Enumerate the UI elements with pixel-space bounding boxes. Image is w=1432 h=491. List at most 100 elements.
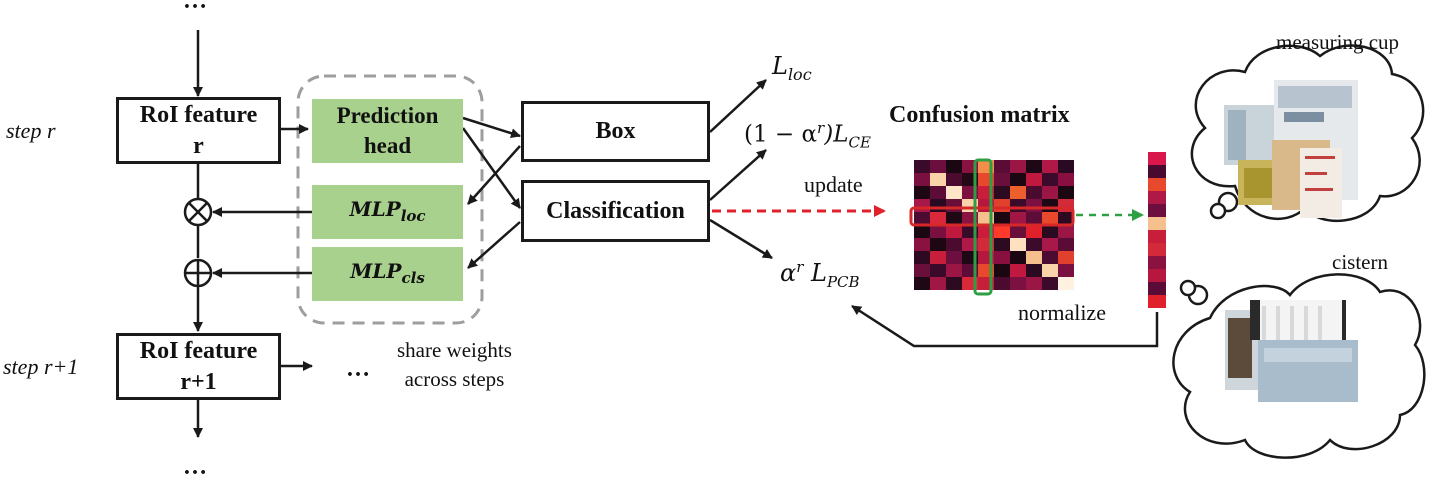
matrix-cell (914, 225, 930, 238)
matrix-cell (1026, 199, 1042, 212)
highlight-column (973, 158, 993, 296)
matrix-cell (1058, 225, 1074, 238)
vector-cell (1148, 269, 1166, 282)
matrix-cell (1026, 251, 1042, 264)
step-r1-label: step r+1 (3, 354, 79, 379)
matrix-cell (1010, 238, 1026, 251)
matrix-cell (930, 199, 946, 212)
matrix-cell (914, 264, 930, 277)
classification-label: Classification (546, 197, 685, 224)
share-weights-line1: share weights (397, 338, 512, 362)
matrix-cell (946, 225, 962, 238)
roi-r1-line1: RoI feature (139, 337, 258, 364)
matrix-cell (946, 173, 962, 186)
matrix-cell (1010, 186, 1026, 199)
matrix-cell (994, 173, 1010, 186)
matrix-cell (1042, 212, 1058, 225)
matrix-cell (1042, 251, 1058, 264)
vector-cell (1148, 243, 1166, 256)
matrix-cell (1058, 173, 1074, 186)
normalize-feedback-arrow (851, 304, 1159, 348)
matrix-cell (930, 212, 946, 225)
matrix-cell (1026, 186, 1042, 199)
matrix-cell (1042, 186, 1058, 199)
vector-cell (1148, 230, 1166, 243)
matrix-cell (1010, 277, 1026, 290)
matrix-cell (930, 186, 946, 199)
matrix-cell (1058, 238, 1074, 251)
matrix-cell (1026, 173, 1042, 186)
classification-head: Classification (521, 180, 710, 242)
matrix-cell (930, 225, 946, 238)
update-label: update (804, 172, 863, 197)
roi-r-line1: RoI feature (139, 101, 258, 128)
pred-head-line1: Prediction (336, 103, 439, 128)
loss-loc: Lloc (772, 52, 812, 84)
matrix-cell (914, 173, 930, 186)
matrix-cell (994, 238, 1010, 251)
matrix-cell (1058, 186, 1074, 199)
matrix-cell (946, 186, 962, 199)
loss-ce: (1 − αr)LCE (744, 119, 871, 152)
matrix-cell (994, 199, 1010, 212)
vector-cell (1148, 165, 1166, 178)
matrix-cell (1058, 212, 1074, 225)
box-head: Box (521, 101, 710, 162)
matrix-cell (1042, 160, 1058, 173)
roi-feature-r1-box: RoI feature r+1 (116, 333, 281, 400)
matrix-cell (930, 264, 946, 277)
normalized-vector (1148, 152, 1166, 308)
matrix-cell (914, 186, 930, 199)
matrix-cell (946, 212, 962, 225)
matrix-cell (914, 277, 930, 290)
matrix-cell (946, 277, 962, 290)
matrix-cell (914, 199, 930, 212)
mlp-loc-base: MLP (349, 196, 401, 221)
vector-cell (1148, 204, 1166, 217)
cistern-photo (1225, 300, 1358, 402)
matrix-cell (994, 277, 1010, 290)
matrix-cell (930, 160, 946, 173)
box-label: Box (595, 118, 636, 144)
matrix-cell (946, 238, 962, 251)
measuring-cup-photo (1224, 80, 1358, 218)
measuring-cup-label: measuring cup (1276, 30, 1400, 54)
top-ellipsis: … (183, 0, 208, 14)
matrix-cell (914, 212, 930, 225)
matrix-cell (914, 160, 930, 173)
matrix-cell (1026, 264, 1042, 277)
loss-pcb: αr LPCB (780, 258, 860, 291)
matrix-cell (1058, 251, 1074, 264)
confusion-matrix-heatmap (914, 160, 1074, 290)
matrix-cell (1042, 277, 1058, 290)
matrix-cell (1010, 199, 1026, 212)
roi-r-line2: r (193, 132, 204, 159)
matrix-cell (1026, 212, 1042, 225)
matrix-cell (1010, 212, 1026, 225)
matrix-cell (994, 212, 1010, 225)
matrix-cell (994, 186, 1010, 199)
vector-cell (1148, 256, 1166, 269)
vector-cell (1148, 295, 1166, 308)
matrix-cell (930, 277, 946, 290)
matrix-cell (946, 251, 962, 264)
matrix-cell (994, 251, 1010, 264)
matrix-cell (930, 251, 946, 264)
share-weights-label: share weights across steps (397, 336, 512, 394)
matrix-cell (1042, 264, 1058, 277)
matrix-cell (1042, 238, 1058, 251)
matrix-cell (1026, 160, 1042, 173)
matrix-cell (930, 238, 946, 251)
next-ellipsis: … (346, 356, 371, 382)
mlp-loc-block: MLPloc (312, 185, 463, 239)
mlp-cls-sub: cls (401, 268, 425, 287)
matrix-cell (1010, 160, 1026, 173)
matrix-cell (1042, 225, 1058, 238)
matrix-cell (1026, 238, 1042, 251)
share-weights-line2: across steps (404, 367, 505, 391)
matrix-cell (914, 251, 930, 264)
matrix-cell (994, 264, 1010, 277)
matrix-cell (1010, 225, 1026, 238)
matrix-cell (1042, 173, 1058, 186)
